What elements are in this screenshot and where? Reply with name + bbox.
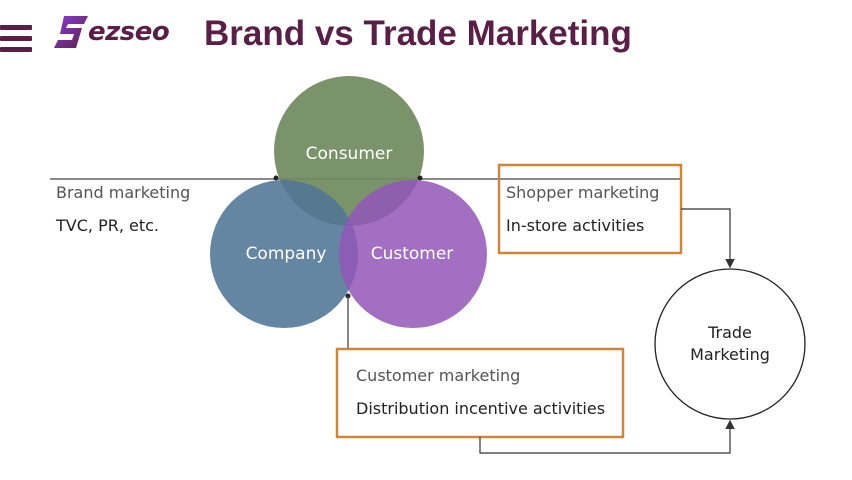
junction-dot	[417, 175, 423, 181]
logo: ezseo	[54, 12, 184, 52]
shopper-marketing-box	[497, 163, 683, 255]
shopper-marketing-detail: In-store activities	[506, 216, 645, 235]
trade-marketing-line1: Trade	[708, 323, 752, 342]
customer-marketing-heading: Customer marketing	[356, 366, 521, 385]
brand-marketing-detail: TVC, PR, etc.	[56, 216, 159, 235]
trade-marketing-line2: Marketing	[690, 345, 770, 364]
junction-dot	[273, 175, 279, 181]
hamburger-menu-icon[interactable]	[0, 22, 34, 56]
brand-marketing-heading: Brand marketing	[56, 183, 191, 202]
customer-label: Customer	[370, 244, 454, 264]
logo-mark-icon	[54, 16, 88, 48]
page-title: Brand vs Trade Marketing	[204, 14, 632, 53]
customer-marketing-detail: Distribution incentive activities	[356, 399, 606, 418]
trade-marketing-label: Trade Marketing	[670, 322, 790, 366]
customer-to-trade-arrow	[479, 419, 735, 454]
shopper-marketing-heading: Shopper marketing	[506, 183, 660, 202]
shopper-to-trade-arrow	[681, 208, 735, 269]
trade-marketing-circle	[654, 268, 806, 420]
company-circle	[210, 180, 358, 328]
consumer-label: Consumer	[305, 144, 393, 164]
logo-text: ezseo	[88, 17, 170, 47]
company-label: Company	[245, 244, 327, 264]
customer-marketing-box	[335, 347, 625, 439]
customer-circle	[339, 180, 487, 328]
